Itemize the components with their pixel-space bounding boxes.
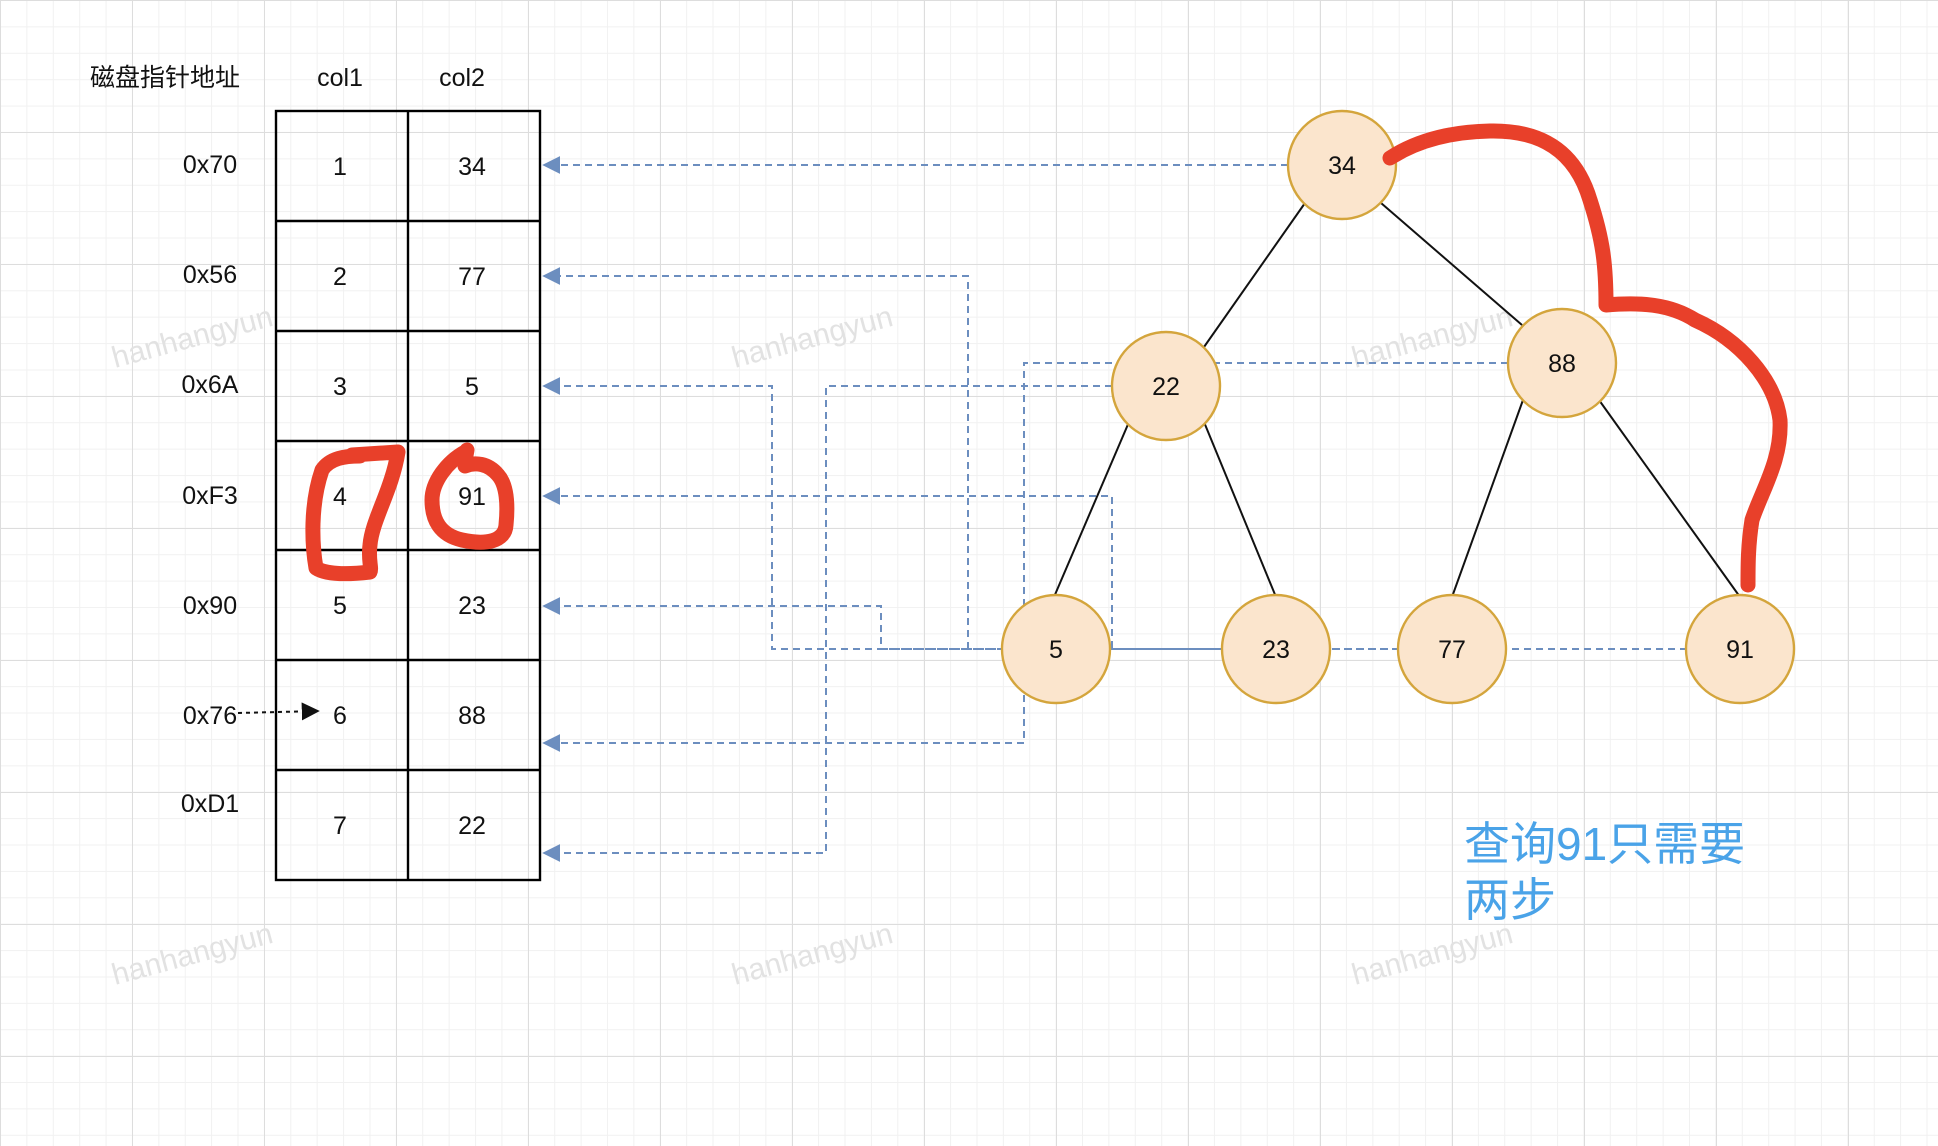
address-labels: 0x70 0x56 0x6A 0xF3 0x90 0x76 0xD1 bbox=[181, 151, 239, 818]
table-cell-col1: 4 bbox=[333, 483, 347, 511]
col1-column-header: col1 bbox=[317, 64, 363, 92]
address-column-header: 磁盘指针地址 bbox=[90, 64, 240, 92]
watermark: hanhangyun bbox=[728, 917, 896, 992]
table-cell-col2: 23 bbox=[458, 592, 486, 620]
search-path-highlight bbox=[1382, 123, 1788, 593]
watermark: hanhangyun bbox=[1348, 917, 1516, 992]
table-cell-col1: 6 bbox=[333, 702, 347, 730]
address-label: 0x90 bbox=[183, 592, 237, 620]
tree-node-5 bbox=[1000, 593, 1112, 705]
tree-edge bbox=[1598, 399, 1741, 598]
col2-column-header: col2 bbox=[439, 64, 485, 92]
highlight-annotations bbox=[305, 123, 1788, 593]
tree-node-77 bbox=[1396, 593, 1508, 705]
pointer-77-to-row2 bbox=[542, 267, 1400, 650]
watermark: hanhangyun bbox=[728, 300, 896, 375]
tree-edge bbox=[1203, 421, 1277, 598]
table-cell-col1: 1 bbox=[333, 153, 347, 181]
tree-edge bbox=[1203, 202, 1306, 348]
tree-edge bbox=[1053, 421, 1130, 598]
table-cell-col1: 7 bbox=[333, 812, 347, 840]
pointer-5-to-row3 bbox=[542, 377, 1004, 650]
pointer-88-to-row6 bbox=[542, 362, 1508, 752]
pointer-23-to-row5 bbox=[542, 597, 1224, 650]
tree-edge bbox=[1451, 399, 1524, 598]
watermark: hanhangyun bbox=[108, 300, 276, 375]
tree-node-label: 22 bbox=[1152, 373, 1180, 401]
tree-node-34 bbox=[1286, 109, 1398, 221]
tree-edges bbox=[1053, 202, 1741, 598]
tree-edge bbox=[1380, 202, 1523, 326]
table-cell-col2: 5 bbox=[465, 373, 479, 401]
table-cell-col2: 91 bbox=[458, 483, 486, 511]
data-table: 1 34 2 77 3 5 4 91 5 23 6 88 7 22 bbox=[274, 109, 542, 882]
circle-annotation-col2 bbox=[424, 442, 515, 550]
table-cell-col1: 2 bbox=[333, 263, 347, 291]
address-label: 0x70 bbox=[183, 151, 237, 179]
annotation-note-line1: 查询91只需要 bbox=[1464, 818, 1745, 870]
table-cell-col2: 77 bbox=[458, 263, 486, 291]
tree-node-label: 5 bbox=[1049, 636, 1063, 664]
tree-node-22 bbox=[1110, 330, 1222, 442]
address-label: 0x6A bbox=[182, 371, 239, 399]
tree-node-23 bbox=[1220, 593, 1332, 705]
tree-node-label: 77 bbox=[1438, 636, 1466, 664]
pointer-lines bbox=[542, 156, 1687, 862]
address-label: 0xD1 bbox=[181, 790, 239, 818]
table-cell-col1: 5 bbox=[333, 592, 347, 620]
circle-annotation-col1 bbox=[305, 444, 406, 582]
table-cell-col2: 22 bbox=[458, 812, 486, 840]
tree-node-91 bbox=[1684, 593, 1796, 705]
table-cell-col2: 88 bbox=[458, 702, 486, 730]
tree-node-label: 91 bbox=[1726, 636, 1754, 664]
annotation-note-line2: 两步 bbox=[1464, 874, 1556, 926]
tree-node-label: 34 bbox=[1328, 152, 1356, 180]
watermark: hanhangyun bbox=[108, 917, 276, 992]
pointer-22-to-row7 bbox=[542, 385, 1112, 862]
pointer-91-to-row4 bbox=[542, 487, 1687, 650]
row-pointer-arrow bbox=[237, 702, 320, 721]
table-cell-col2: 34 bbox=[458, 153, 486, 181]
tree-node-label: 23 bbox=[1262, 636, 1290, 664]
tree-node-label: 88 bbox=[1548, 350, 1576, 378]
address-label: 0x76 bbox=[183, 702, 237, 730]
address-label: 0x56 bbox=[183, 261, 237, 289]
address-label: 0xF3 bbox=[182, 482, 238, 510]
tree-nodes: 34 22 88 5 23 77 91 bbox=[1000, 109, 1796, 705]
tree-node-88 bbox=[1506, 307, 1618, 419]
table-cell-col1: 3 bbox=[333, 373, 347, 401]
